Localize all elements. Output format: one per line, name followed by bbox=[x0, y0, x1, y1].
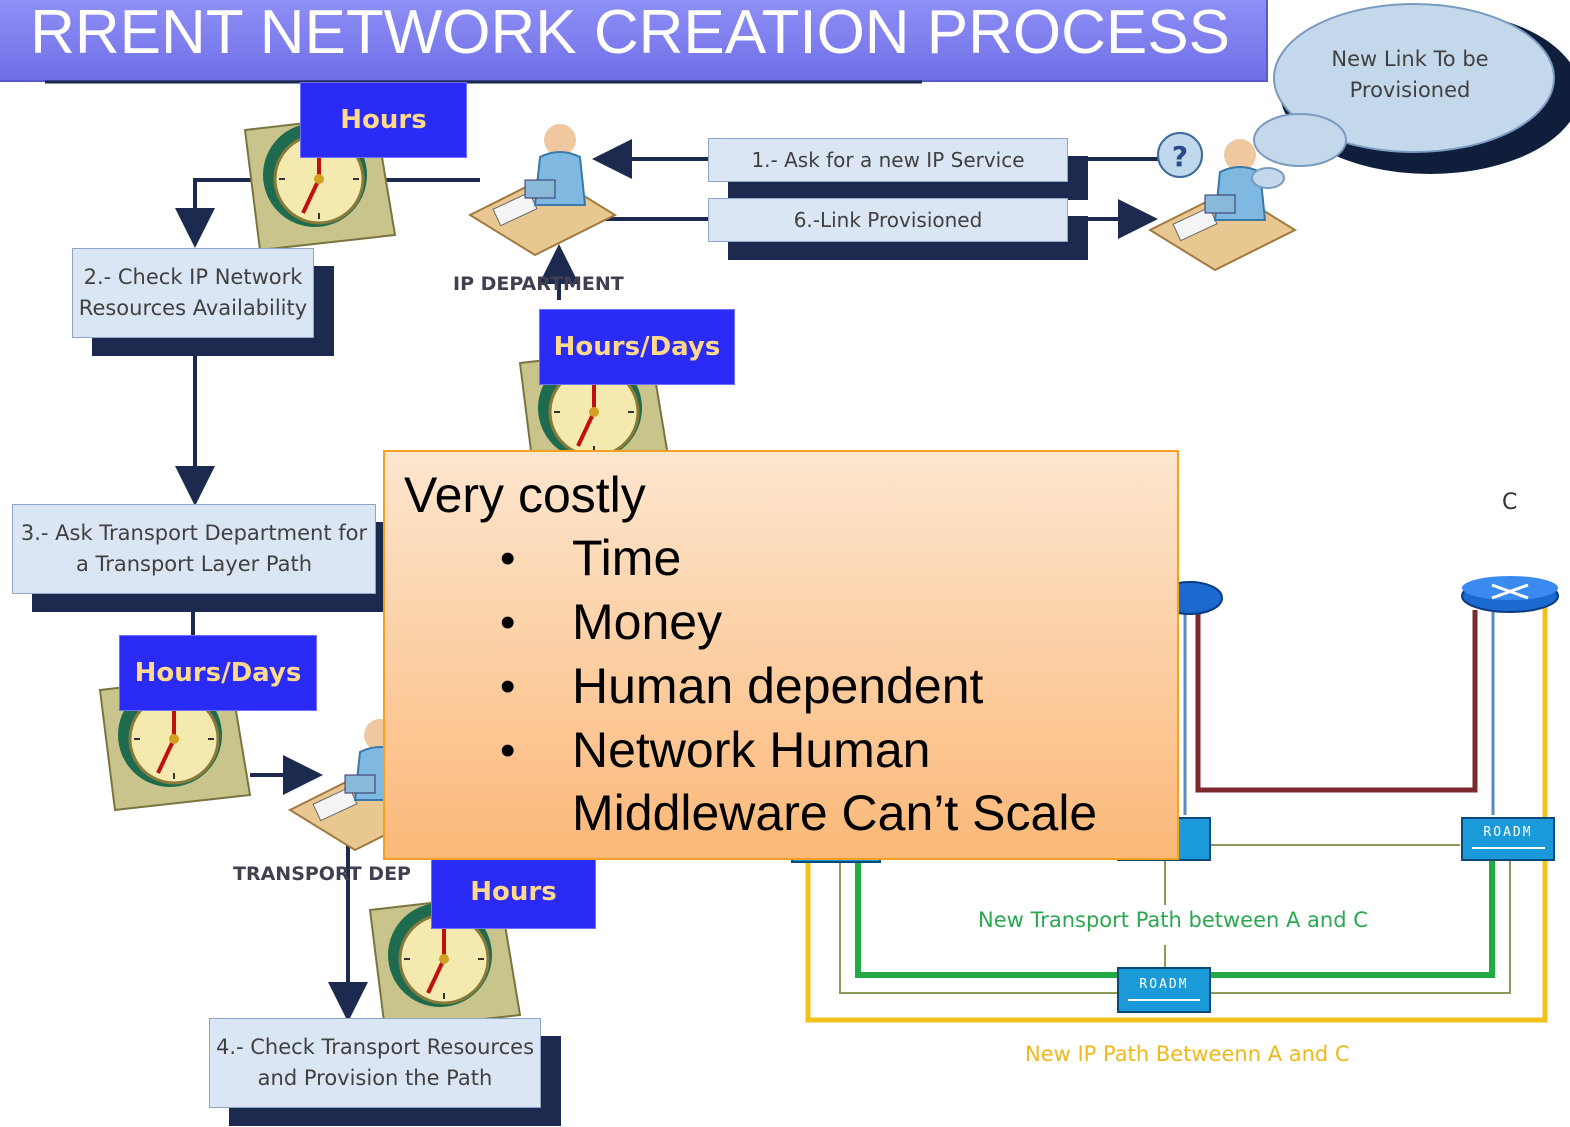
person-at-desk-icon bbox=[469, 123, 616, 256]
node-c-label: C bbox=[1502, 490, 1518, 515]
time-badge: Hours bbox=[300, 82, 467, 158]
step-3-box: 3.- Ask Transport Department for a Trans… bbox=[12, 504, 376, 594]
step-2-box: 2.- Check IP Network Resources Availabil… bbox=[72, 248, 314, 338]
step-6-box: 6.-Link Provisioned bbox=[708, 198, 1068, 242]
ip-department-label: IP DEPARTMENT bbox=[453, 273, 624, 295]
callout-heading: Very costly bbox=[404, 467, 646, 523]
roadm-label: ROADM bbox=[1483, 825, 1532, 840]
roadm-label: ROADM bbox=[1139, 977, 1188, 992]
time-badge: Hours/Days bbox=[539, 309, 735, 385]
transport-path-label: New Transport Path between A and C bbox=[978, 908, 1368, 932]
time-badge: Hours bbox=[431, 855, 596, 929]
cost-callout: Very costly • Time • Money • Human depen… bbox=[383, 450, 1179, 860]
callout-bullet: Money bbox=[572, 594, 723, 650]
svg-text:?: ? bbox=[1172, 140, 1188, 173]
bullet-marker: • bbox=[500, 662, 516, 711]
time-badge: Hours/Days bbox=[119, 635, 317, 711]
callout-bullet: Human dependent bbox=[572, 658, 984, 714]
page-title: RRENT NETWORK CREATION PROCESS bbox=[30, 0, 1230, 67]
thought-cloud bbox=[1251, 3, 1570, 189]
callout-bullet: Time bbox=[572, 530, 682, 586]
callout-bullet: Network Human Middleware Can’t Scale bbox=[572, 722, 1098, 841]
transport-department-label: TRANSPORT DEP bbox=[233, 863, 411, 885]
title-bar: RRENT NETWORK CREATION PROCESS bbox=[0, 0, 1268, 82]
router-icon bbox=[1461, 576, 1559, 613]
step-1-box: 1.- Ask for a new IP Service bbox=[708, 138, 1068, 182]
bullet-marker: • bbox=[500, 534, 516, 583]
question-bubble-icon: ? bbox=[1157, 132, 1203, 178]
cloud-text: New Link To be Provisioned bbox=[1331, 47, 1489, 102]
bullet-marker: • bbox=[500, 598, 516, 647]
roadm-icon: ROADM bbox=[1117, 967, 1211, 1013]
roadm-icon: ROADM bbox=[1461, 817, 1555, 861]
step-4-box: 4.- Check Transport Resources and Provis… bbox=[209, 1018, 541, 1108]
bullet-marker: • bbox=[500, 726, 516, 775]
ip-path-label: New IP Path Betweenn A and C bbox=[1025, 1042, 1350, 1066]
